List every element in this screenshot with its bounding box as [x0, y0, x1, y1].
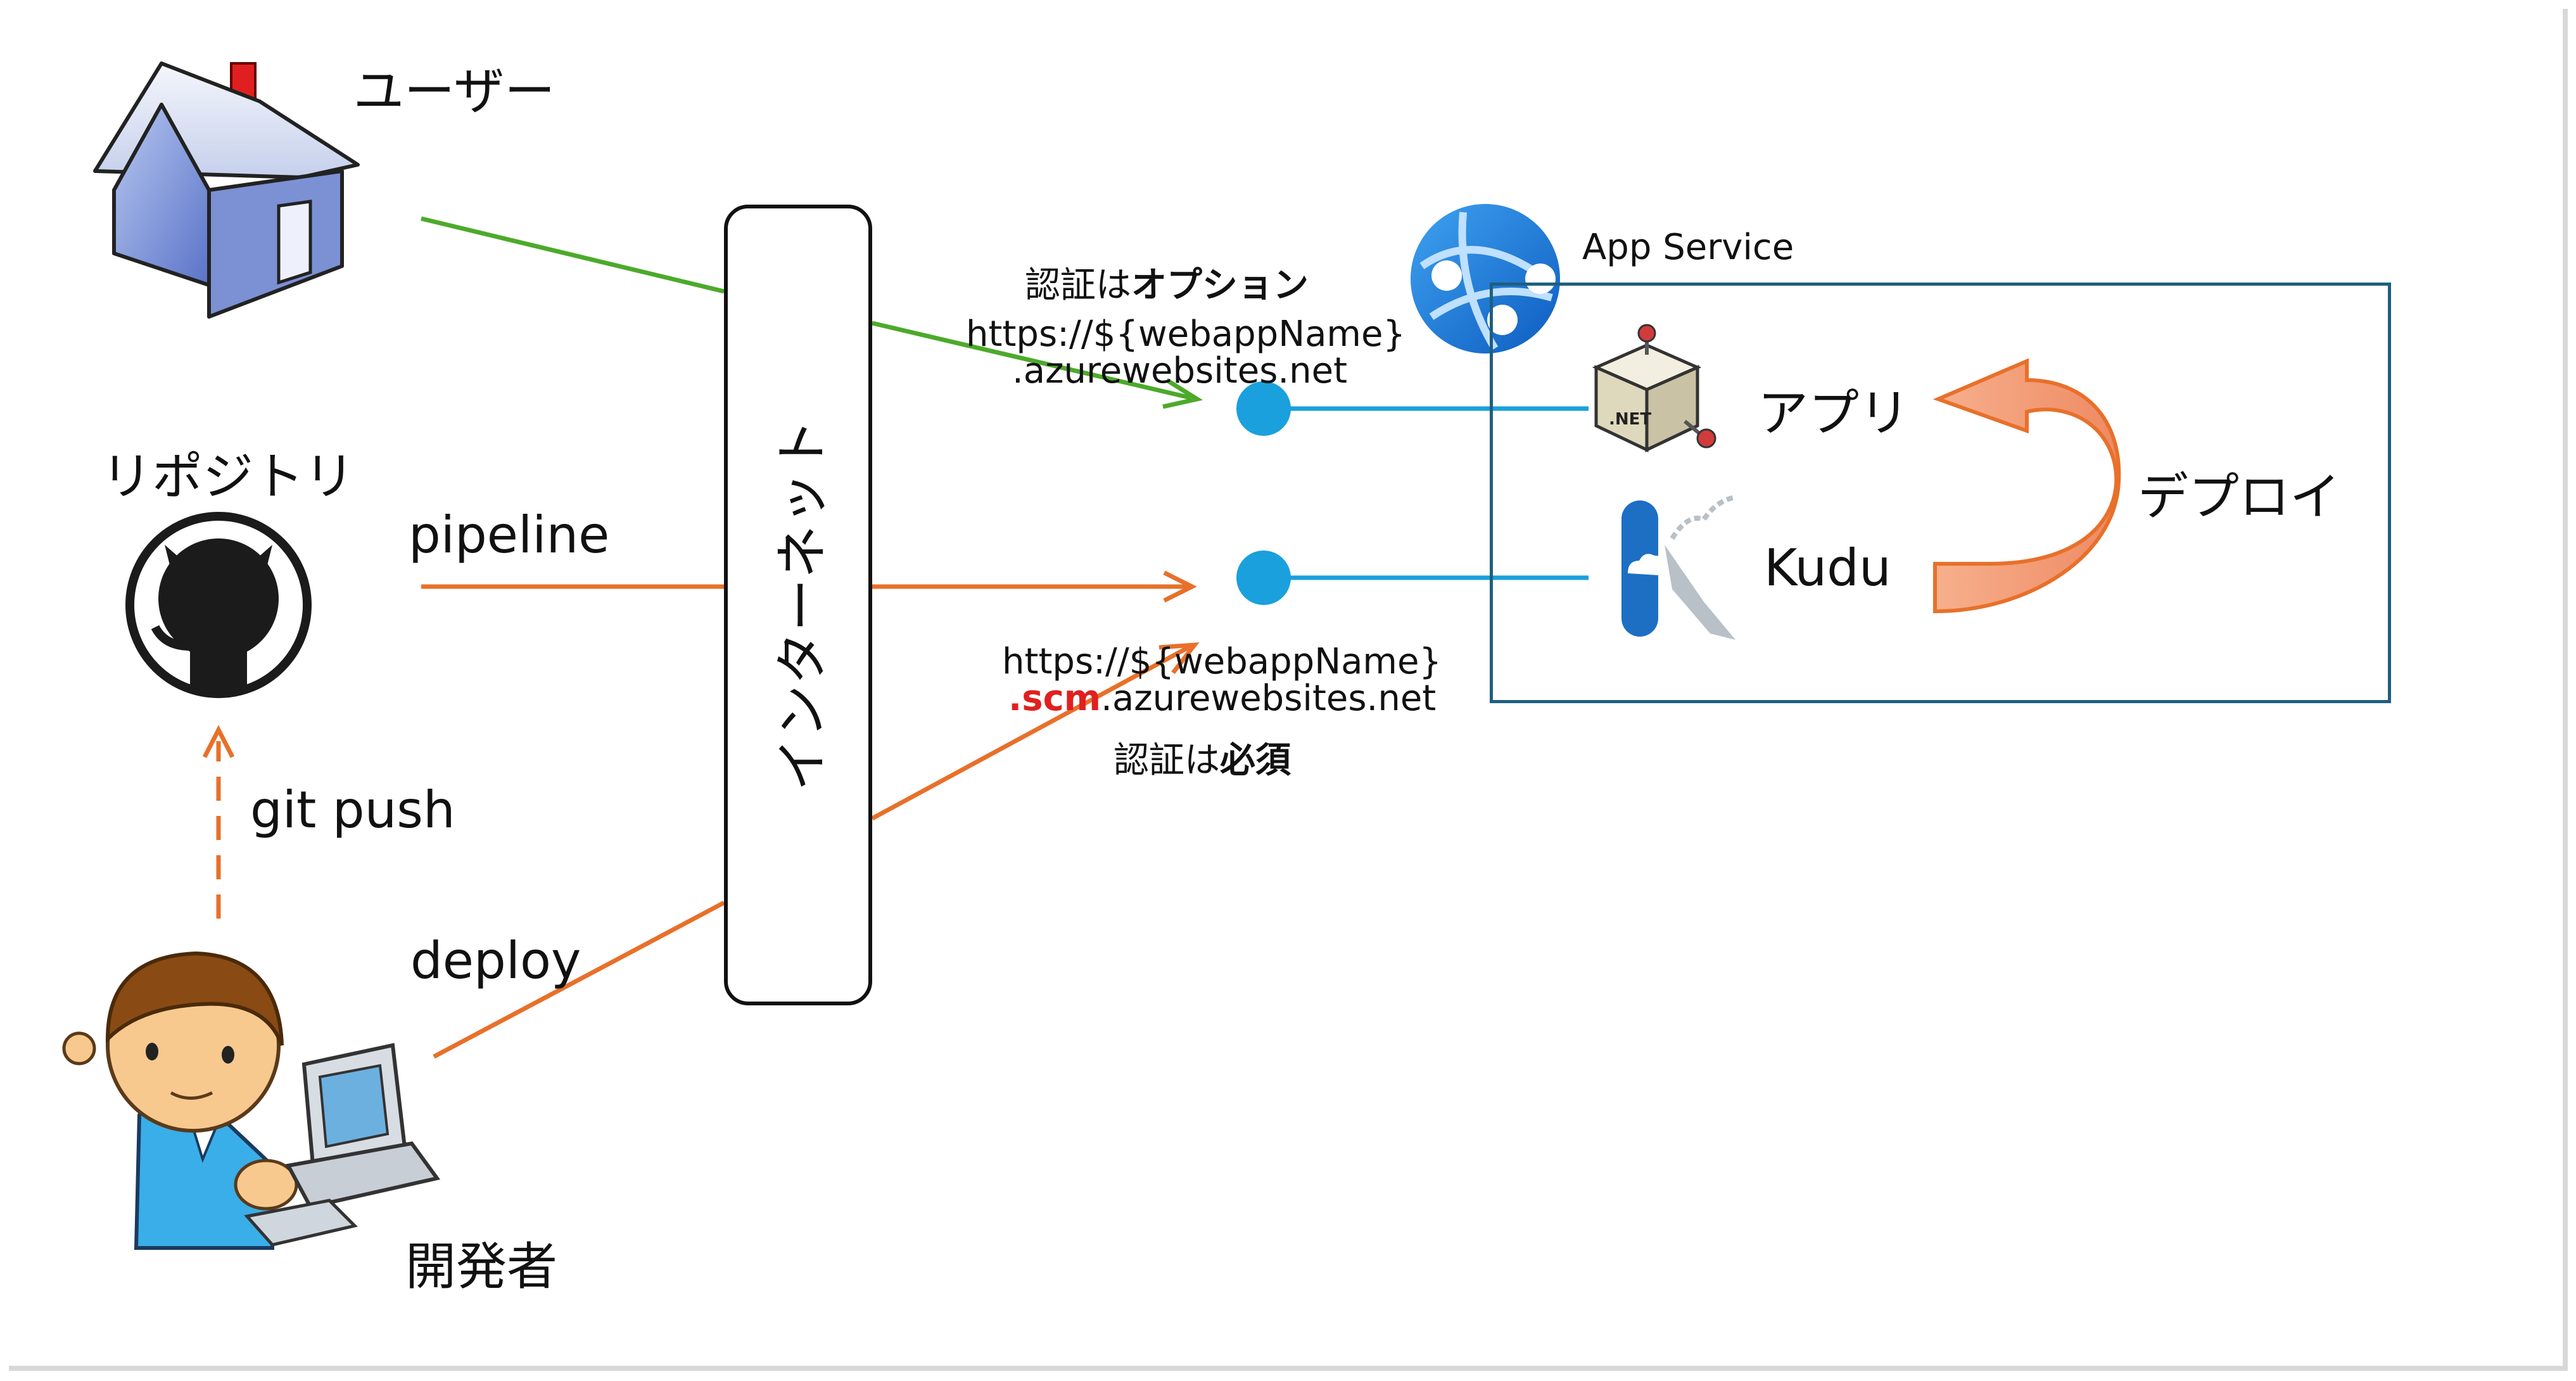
endpoint-bottom-url-scm: .scm — [1008, 678, 1101, 719]
kudu-label: Kudu — [1764, 538, 1891, 597]
deploy-label: deploy — [410, 931, 581, 990]
repository-label: リポジトリ — [101, 447, 355, 506]
user-to-internet-line — [421, 216, 725, 294]
internet-to-scm-line — [871, 644, 1192, 821]
deploy-step-label: デプロイ — [2138, 468, 2340, 526]
internet-label: インターネット — [771, 418, 834, 792]
internet-box: インターネット — [724, 205, 872, 1005]
internet-to-endpoint-line-green — [872, 321, 1191, 400]
endpoint-bottom-url-line1: https://${webappName} — [1002, 641, 1442, 682]
endpoint-top-url-line1: https://${webappName} — [966, 314, 1406, 355]
kudu-icon — [1621, 495, 1736, 640]
endpoint-top-auth-prefix: 認証は — [1025, 265, 1131, 306]
deploy-curved-arrow — [1932, 358, 2121, 614]
endpoint-bottom-auth-strong: 必須 — [1220, 740, 1291, 781]
pipeline-label: pipeline — [409, 506, 610, 564]
endpoint-top-auth: 認証はオプション — [1025, 257, 1309, 308]
developer-label: 開発者 — [405, 1237, 557, 1296]
house-icon — [93, 61, 360, 319]
git-push-arrowhead — [202, 725, 235, 758]
app-service-title: App Service — [1582, 227, 1794, 268]
endpoint-bottom-auth-prefix: 認証は — [1114, 740, 1220, 781]
endpoint-bottom-url-rest: .azurewebsites.net — [1101, 678, 1437, 719]
dotnet-app-icon: .NET — [1592, 324, 1716, 452]
app-label: アプリ — [1758, 384, 1910, 443]
endpoint-bottom-url-line2: .scm.azurewebsites.net — [1008, 678, 1436, 719]
green-arrowhead — [1162, 378, 1203, 409]
endpoint-top-auth-strong: オプション — [1131, 265, 1309, 306]
endpoint-bottom-auth: 認証は必須 — [1114, 732, 1291, 783]
app-service-icon — [1411, 204, 1560, 353]
page-frame — [4, 4, 2563, 1366]
endpoint-bottom-dot — [1236, 550, 1291, 605]
dev-to-internet-line — [433, 900, 725, 1059]
endpoint-top-url-line2: .azurewebsites.net — [1012, 350, 1348, 391]
user-label: ユーザー — [353, 62, 555, 121]
github-icon — [125, 512, 312, 698]
orange-arrowhead-mid — [1163, 570, 1197, 603]
orange-arrowhead-low — [1158, 642, 1200, 675]
dotnet-badge: .NET — [1609, 410, 1651, 429]
git-push-label: git push — [250, 780, 455, 839]
endpoint-top-dot — [1236, 381, 1291, 436]
app-service-box — [1490, 283, 2391, 703]
developer-icon — [62, 951, 441, 1250]
